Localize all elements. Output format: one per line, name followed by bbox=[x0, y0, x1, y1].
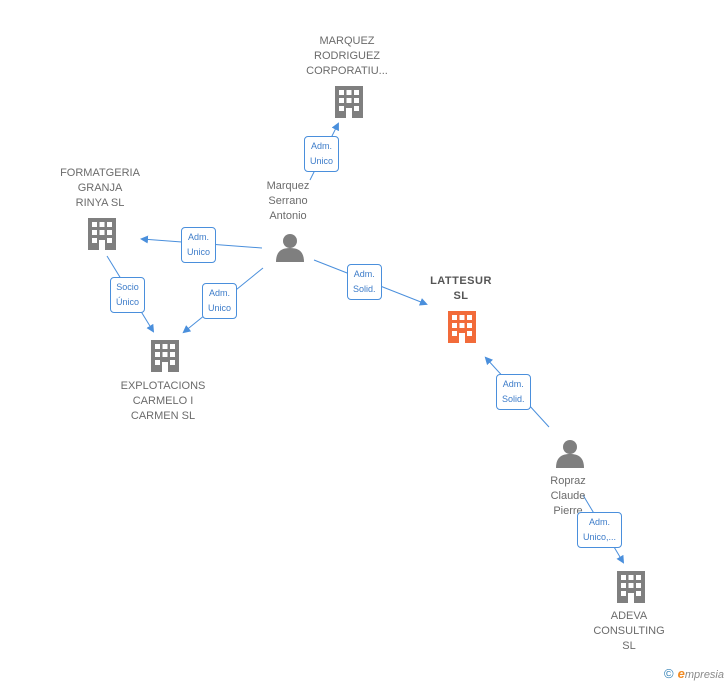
edge-label-adm-unico-more: Adm. Unico,... bbox=[577, 512, 623, 548]
company-label-marquez-corp[interactable]: MARQUEZ RODRIGUEZ CORPORATIU... bbox=[306, 35, 388, 77]
company-label-lattesur[interactable]: LATTESUR SL bbox=[430, 275, 492, 302]
company-label-adeva[interactable]: ADEVA CONSULTING SL bbox=[593, 610, 665, 652]
edge-label-adm-solid: Adm. Solid. bbox=[347, 264, 382, 300]
edge-label-socio-unico: Socio Único bbox=[110, 277, 146, 313]
footer-brand: © empresia bbox=[664, 666, 724, 681]
company-label-formatgeria[interactable]: FORMATGERIA GRANJA RINYA SL bbox=[60, 167, 140, 209]
edge-label-adm-unico: Adm. Unico bbox=[181, 227, 217, 263]
edge-label-adm-solid: Adm. Solid. bbox=[496, 374, 531, 410]
building-icon-focus[interactable] bbox=[448, 311, 476, 343]
building-icon[interactable] bbox=[335, 86, 363, 118]
building-icon[interactable] bbox=[151, 340, 179, 372]
brand-logo: empresia bbox=[677, 666, 724, 681]
copyright-icon: © bbox=[664, 666, 674, 681]
building-icon[interactable] bbox=[617, 571, 645, 603]
person-icon[interactable] bbox=[556, 440, 584, 468]
person-icon[interactable] bbox=[276, 234, 304, 262]
person-label-marquez[interactable]: Marquez Serrano Antonio bbox=[266, 180, 310, 222]
person-label-ropraz[interactable]: Ropraz Claude Pierre bbox=[550, 475, 586, 517]
company-label-explotacions[interactable]: EXPLOTACIONS CARMELO I CARMEN SL bbox=[120, 380, 206, 422]
edge-label-adm-unico: Adm. Unico bbox=[202, 283, 238, 319]
building-icon[interactable] bbox=[88, 218, 116, 250]
edge-label-adm-unico: Adm. Unico bbox=[304, 136, 340, 172]
